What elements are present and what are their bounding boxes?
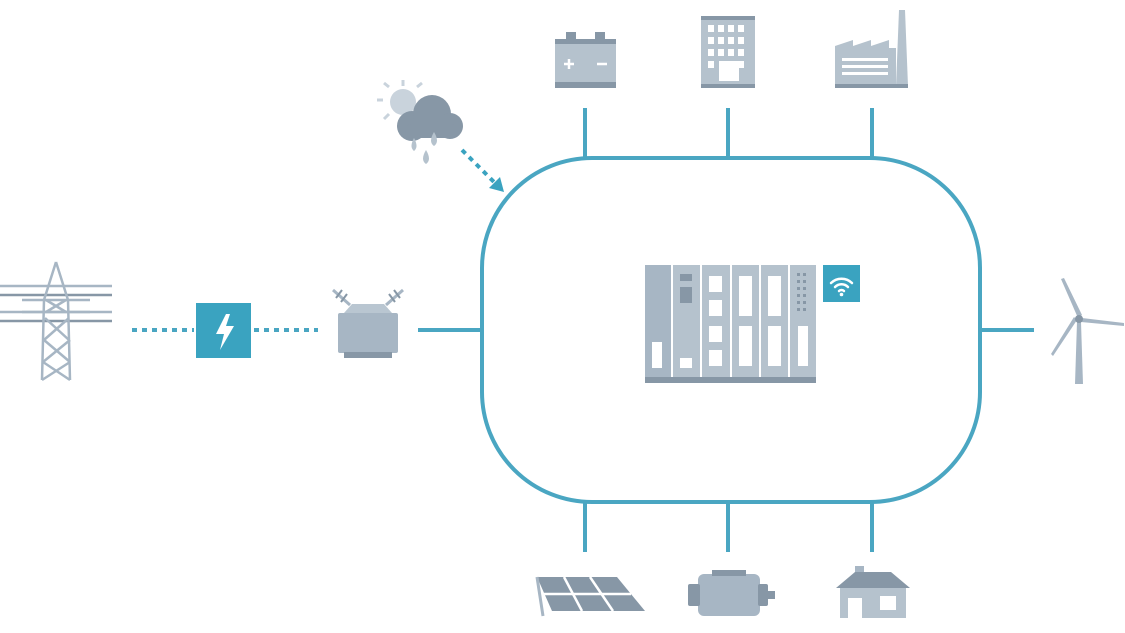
power-transmission-tower-icon: [0, 261, 112, 382]
battery-icon: [555, 32, 616, 88]
factory-icon: [835, 10, 908, 88]
weather-cloud-rain-sun-icon: [377, 80, 463, 164]
solar-panel-icon: [535, 576, 645, 617]
top-connectors: [583, 108, 874, 158]
office-building-icon: [701, 16, 755, 88]
lightning-switch-icon: [196, 303, 251, 358]
plc-controller-icon: [645, 265, 816, 383]
weather-arrow: [460, 148, 504, 192]
transformer-icon: [332, 288, 404, 358]
wifi-icon: [823, 265, 860, 302]
generator-engine-icon: [688, 570, 775, 616]
house-icon: [836, 566, 910, 618]
wind-turbine-icon: [1051, 278, 1124, 384]
bottom-connectors: [583, 502, 874, 552]
